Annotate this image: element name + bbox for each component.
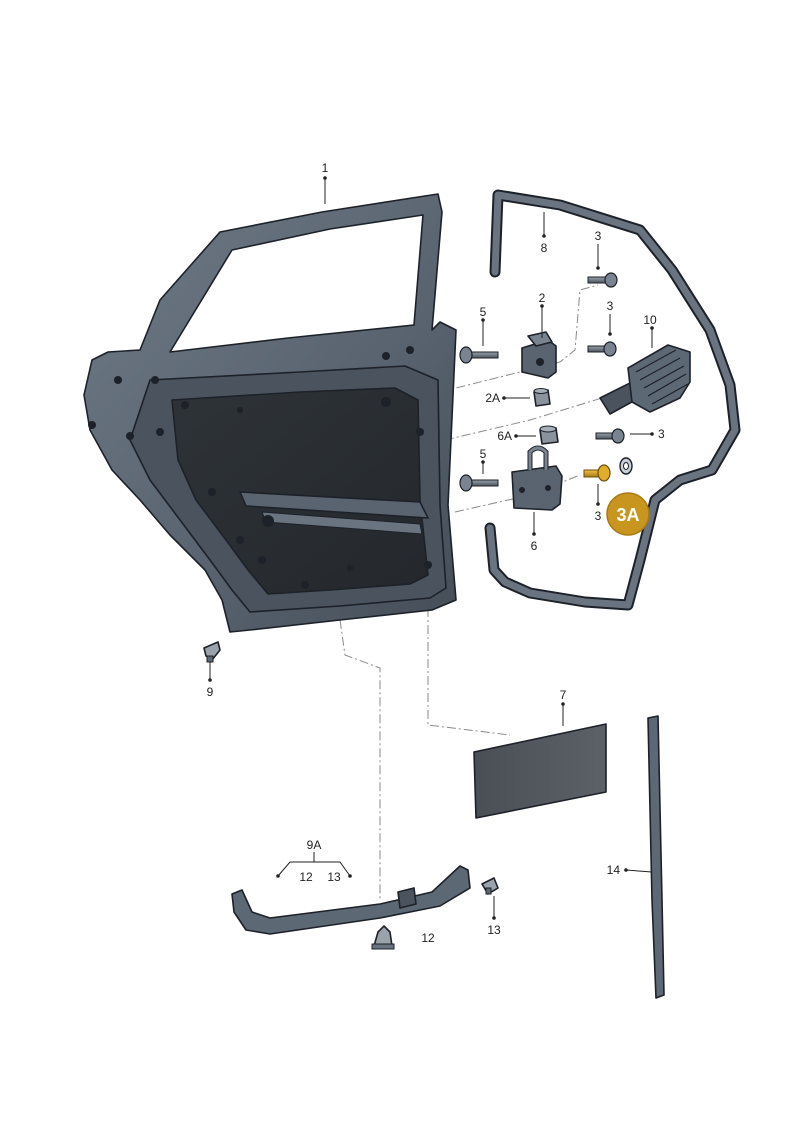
door-seal	[484, 189, 741, 611]
window-channel-strip	[647, 715, 665, 999]
label-push-clip: 13	[487, 923, 501, 937]
screw-lower	[459, 474, 499, 492]
upper-bushing	[533, 388, 551, 407]
highlight-badge: 3A	[606, 492, 650, 536]
expanding-clip	[371, 925, 395, 950]
clip	[203, 641, 221, 663]
label-door-seal: 8	[541, 241, 548, 255]
label-trim-group: 9A	[307, 838, 322, 852]
label-screw-upper: 5	[480, 305, 487, 319]
label-hinge-lower: 6	[531, 539, 538, 553]
bolt-b	[587, 341, 617, 357]
label-screw-lower: 5	[480, 447, 487, 461]
label-hinge-upper: 2	[539, 291, 546, 305]
door-check	[599, 344, 691, 415]
sill-trim	[231, 865, 471, 935]
highlight-badge-label: 3A	[616, 505, 639, 525]
push-clip	[481, 877, 499, 895]
label-trim-group-sub-a: 12	[299, 870, 313, 884]
part-labels: 1 8 3 2 3 5 10 2A 6A 3 5 3 6 9 7 9A 12 1…	[207, 161, 665, 945]
label-trim-group-sub-b: 13	[327, 870, 341, 884]
bolt-d-highlighted	[583, 464, 611, 482]
bolt-a	[587, 272, 618, 288]
washer-3a	[619, 457, 633, 475]
label-bolt-d: 3	[595, 509, 602, 523]
label-bolt-c: 3	[658, 427, 665, 441]
label-insulation-pad: 7	[560, 688, 567, 702]
label-expanding-clip: 12	[421, 931, 435, 945]
upper-hinge	[521, 331, 557, 379]
lower-bushing	[539, 425, 559, 445]
label-bushing-upper: 2A	[485, 391, 500, 405]
label-door-shell: 1	[322, 161, 329, 175]
bolt-c	[595, 428, 625, 444]
label-bolt-b: 3	[607, 299, 614, 313]
label-bushing-lower: 6A	[497, 429, 512, 443]
label-door-check: 10	[643, 313, 657, 327]
label-clip: 9	[207, 685, 214, 699]
label-bolt-a: 3	[595, 229, 602, 243]
door-shell	[83, 193, 457, 633]
insulation-pad	[473, 723, 607, 819]
lower-hinge	[511, 445, 563, 511]
callout-leaders	[208, 176, 654, 920]
screw-upper	[459, 346, 499, 364]
label-window-channel-strip: 14	[607, 863, 621, 877]
